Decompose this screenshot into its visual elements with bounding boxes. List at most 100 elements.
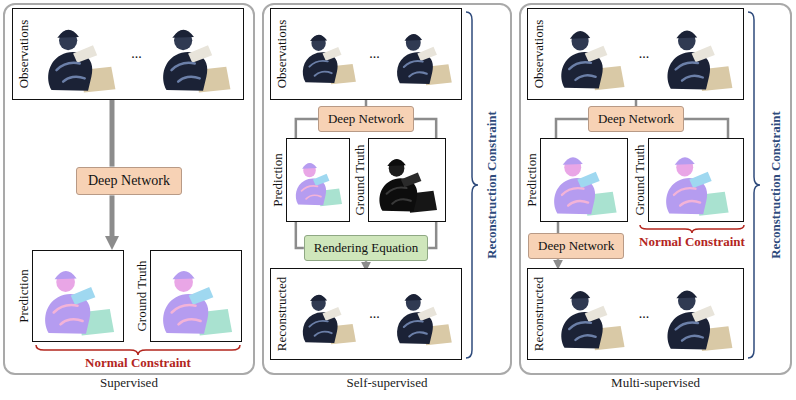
figure-part [45, 294, 90, 334]
figure-part [178, 77, 200, 82]
network-box: Deep Network [588, 106, 684, 132]
figure-part [319, 189, 342, 207]
figure-part [174, 272, 193, 292]
figure-part [302, 163, 317, 169]
figure-part [424, 324, 452, 345]
figure-part [570, 291, 590, 299]
normal-map-image: Prediction [540, 138, 628, 222]
figure-part [569, 62, 591, 69]
figure-part [196, 67, 230, 93]
statue-figure [552, 12, 630, 95]
figure-part [389, 160, 405, 177]
connector [557, 259, 560, 260]
figure-part [564, 158, 581, 176]
statue-figure [35, 253, 120, 338]
figure-part [593, 66, 625, 90]
figure-part [309, 321, 327, 327]
figure-part [700, 66, 733, 91]
image-label: Reconstructed [275, 276, 289, 350]
figure-part [79, 309, 114, 335]
figure-part [409, 72, 427, 76]
figure-part [668, 52, 711, 90]
image-label: Ground Truth [633, 144, 647, 215]
figure-part [59, 30, 77, 50]
brace [36, 345, 240, 355]
image-label: Observations [532, 19, 546, 88]
figure-part [561, 52, 602, 89]
figure-part [189, 287, 214, 305]
ellipsis: ... [131, 47, 142, 61]
figure-part [689, 172, 711, 188]
figure-part [676, 290, 697, 298]
figure-part [188, 45, 212, 62]
figure-part [417, 307, 437, 321]
brace [466, 12, 478, 358]
figure-part [585, 306, 608, 322]
statue-figure [658, 272, 738, 355]
figure-part [303, 52, 338, 83]
figure-part [405, 295, 420, 311]
statue-figure [151, 12, 239, 95]
figure-part [387, 159, 405, 166]
panel-caption: Self-supervised [264, 376, 510, 391]
figure-part [387, 188, 407, 194]
statue-figure [289, 141, 346, 218]
figure-part [569, 322, 591, 329]
connector [414, 119, 436, 138]
statue-figure [651, 141, 740, 218]
figure-part [593, 326, 625, 350]
figure-part [572, 292, 589, 311]
image-strip: Reconstructed... [270, 268, 462, 360]
figure-part [424, 64, 452, 85]
figure-part [666, 178, 707, 214]
figure-part [575, 75, 595, 80]
figure-part [61, 319, 83, 324]
image-strip: Observations... [270, 8, 462, 100]
figure-part [697, 192, 729, 216]
figure-part [55, 271, 77, 279]
figure-part [311, 35, 325, 51]
figure-part [408, 191, 437, 213]
network-box: Deep Network [76, 167, 182, 196]
panel-caption: Supervised [5, 376, 253, 391]
statue-figure [37, 12, 123, 95]
image-label: Prediction [271, 153, 285, 206]
figure-part [676, 158, 693, 176]
figure-part [379, 178, 417, 211]
rendering-box: Rendering Equation [304, 235, 428, 261]
figure-part [568, 201, 588, 206]
constraint-label: Normal Constraint [639, 235, 745, 249]
figure-part [81, 67, 115, 93]
statue-figure [389, 12, 457, 95]
constraint-label: Reconstruction Constraint [485, 111, 499, 259]
figure-part [174, 30, 192, 50]
figure-part [303, 312, 338, 343]
figure-part [401, 172, 422, 187]
figure-part [409, 332, 427, 336]
connector [365, 261, 368, 262]
statue-figure [371, 141, 442, 218]
figure-part [197, 309, 232, 335]
image-strip: Observations... [12, 8, 244, 100]
figure-part [179, 319, 201, 324]
figure-part [403, 61, 422, 67]
figure-part [397, 52, 433, 84]
figure-part [171, 63, 194, 70]
figure-part [570, 31, 590, 39]
connector [684, 119, 728, 138]
figure-part [572, 32, 589, 51]
statue-figure [153, 253, 238, 338]
statue-figure [658, 12, 738, 95]
figure-part [575, 335, 595, 340]
figure-part [678, 291, 696, 310]
figure-part [674, 188, 696, 195]
figure-part [404, 294, 422, 301]
figure-part [323, 307, 342, 321]
figure-part [692, 46, 715, 63]
ellipsis: ... [639, 47, 650, 61]
figure-part [172, 30, 194, 38]
box-label: Deep Network [88, 173, 170, 190]
normal-map-image: Prediction [286, 138, 350, 222]
figure-part [392, 199, 410, 203]
